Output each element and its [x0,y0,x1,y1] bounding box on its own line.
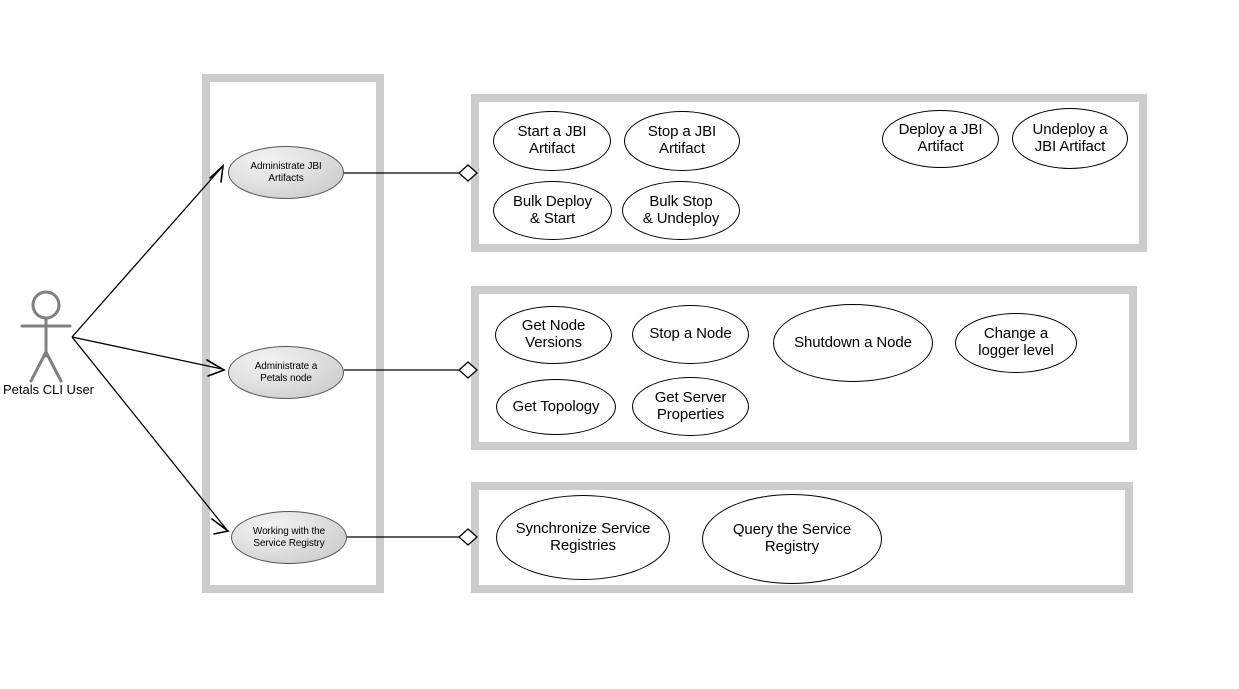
usecase-label-line1: Stop a Node [649,325,732,343]
usecase-label-line2: Service Registry [253,537,325,549]
usecase-change-a-logger-level[interactable]: Change a logger level [955,313,1077,373]
usecase-label-line2: Artifact [529,140,575,157]
usecase-label-line1: Working with the [252,525,326,537]
usecase-label-line2: JBI Artifact [1034,137,1106,155]
usecase-label-line2: Artifacts [268,172,304,184]
usecase-label-line2: Registry [764,538,820,555]
usecase-shutdown-a-node[interactable]: Shutdown a Node [773,304,933,382]
usecase-synchronize-service-registries[interactable]: Synchronize Service Registries [496,495,670,580]
usecase-label-line2: & Start [529,209,576,227]
usecase-working-with-the-service-registry[interactable]: Working with the Service Registry [231,511,347,564]
usecase-label-line2: Properties [656,405,725,423]
usecase-stop-a-jbi-artifact[interactable]: Stop a JBI Artifact [624,111,740,171]
usecase-label-line2: Artifact [659,140,705,157]
usecase-label-line1: Administrate JBI [250,160,322,172]
usecase-get-node-versions[interactable]: Get Node Versions [495,306,612,364]
usecase-query-the-service-registry[interactable]: Query the Service Registry [702,494,882,584]
usecase-label-line1: Change a [983,325,1049,343]
usecase-label-line1: Administrate a [254,360,318,372]
usecase-label-line2: Artifact [917,138,964,155]
usecase-label-line1: Get Topology [512,397,600,415]
usecase-label-line2: Petals node [260,372,312,384]
actor-figure [20,290,72,383]
usecase-bulk-deploy-and-start[interactable]: Bulk Deploy & Start [493,181,612,240]
usecase-get-topology[interactable]: Get Topology [496,379,616,435]
usecase-label-line1: Query the Service [732,521,852,539]
usecase-administrate-a-petals-node[interactable]: Administrate a Petals node [228,346,344,399]
usecase-deploy-a-jbi-artifact[interactable]: Deploy a JBI Artifact [882,110,999,168]
usecase-get-server-properties[interactable]: Get Server Properties [632,377,749,436]
usecase-label-line1: Shutdown a Node [794,333,912,351]
usecase-label-line1: Stop a JBI [647,123,717,141]
usecase-label-line2: Versions [525,334,582,351]
usecase-label-line2: Registries [550,536,616,554]
usecase-label-line2: logger level [978,342,1054,359]
usecase-label-line1: Undeploy a [1032,120,1108,138]
usecase-administrate-jbi-artifacts[interactable]: Administrate JBI Artifacts [228,146,344,199]
usecase-label-line1: Start a JBI [517,123,587,141]
usecase-label-line1: Get Node [521,317,586,335]
usecase-bulk-stop-and-undeploy[interactable]: Bulk Stop & Undeploy [622,181,740,240]
usecase-start-a-jbi-artifact[interactable]: Start a JBI Artifact [493,111,611,171]
usecase-label-line2: & Undeploy [642,209,720,227]
usecase-label-line1: Bulk Stop [649,192,713,210]
usecase-label-line1: Bulk Deploy [513,192,592,210]
usecase-stop-a-node[interactable]: Stop a Node [632,305,749,364]
usecase-label-line1: Deploy a JBI [898,121,983,139]
usecase-label-line1: Synchronize Service [515,519,651,537]
usecase-label-line1: Get Server [654,388,727,406]
usecase-undeploy-a-jbi-artifact[interactable]: Undeploy a JBI Artifact [1012,108,1128,169]
actor-label: Petals CLI User [2,382,95,397]
